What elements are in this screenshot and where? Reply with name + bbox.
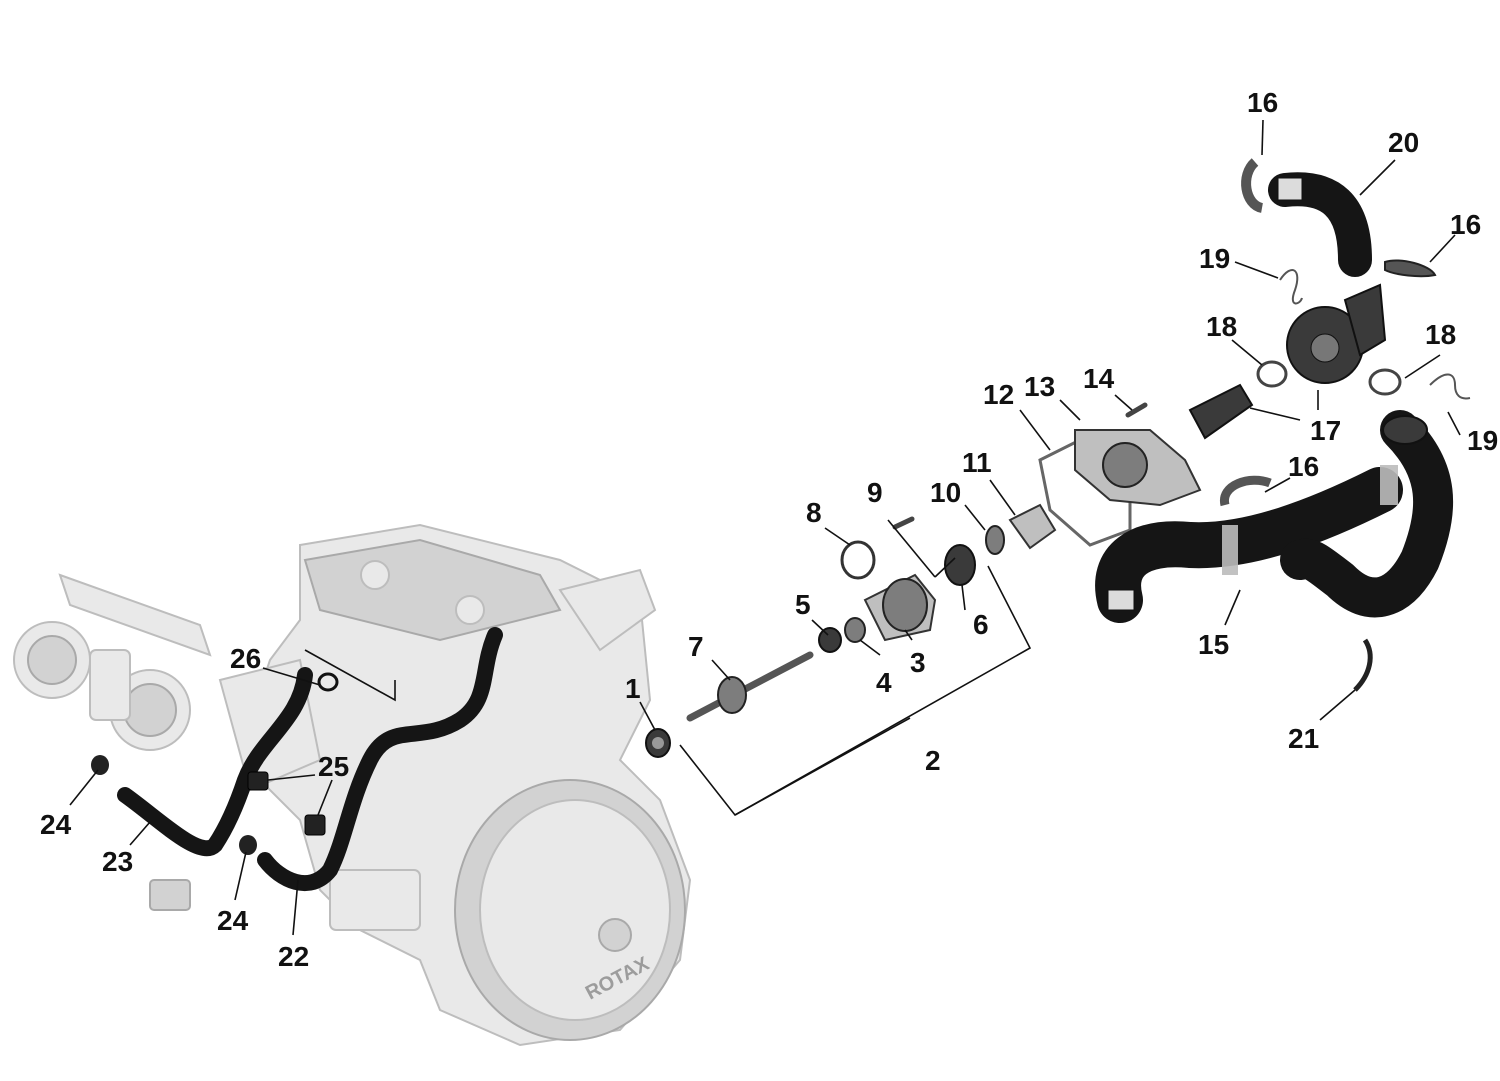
callout-7: 7 [688, 631, 704, 662]
engine-hoses [91, 627, 503, 892]
callout-16-mid: 16 [1288, 451, 1319, 482]
part-17-outlet [1188, 383, 1254, 440]
callout-22: 22 [278, 941, 309, 972]
part-11-impeller [1008, 503, 1057, 550]
callout-25: 25 [318, 751, 349, 782]
water-pump-parts [645, 503, 1057, 758]
callout-19-left: 19 [1199, 243, 1230, 274]
part-21-connector [1353, 638, 1373, 692]
callout-15: 15 [1198, 629, 1229, 660]
clamp-24-lower [239, 835, 257, 855]
callout-9: 9 [867, 477, 883, 508]
callout-5: 5 [795, 589, 811, 620]
part-15-main-hose [1095, 467, 1403, 623]
callout-3: 3 [910, 647, 926, 678]
part-8-ring [840, 540, 876, 580]
callout-18-right: 18 [1425, 319, 1456, 350]
callout-1: 1 [625, 673, 641, 704]
callout-6: 6 [973, 609, 989, 640]
part-10-washer [985, 525, 1005, 555]
callout-12: 12 [983, 379, 1014, 410]
part-19-clip-left [1279, 269, 1303, 305]
callout-16-top: 16 [1247, 87, 1278, 118]
leader-lines [69, 119, 1461, 936]
part-16-clamp-mid [1220, 475, 1272, 507]
callout-labels: 1 2 3 4 5 6 7 8 9 10 11 12 13 14 15 16 1… [40, 87, 1498, 972]
part-18-oring-right [1368, 368, 1402, 396]
callout-2: 2 [925, 745, 941, 776]
part-19-clip-right [1429, 373, 1471, 400]
callout-20: 20 [1388, 127, 1419, 158]
callout-18-left: 18 [1206, 311, 1237, 342]
callout-8: 8 [806, 497, 822, 528]
clamp-24-upper [91, 755, 109, 775]
hose-sleeve-25-upper [247, 771, 269, 791]
clamp-26 [317, 672, 339, 692]
engine-ghost: ROTAX [13, 523, 692, 1047]
part-18-oring-left [1256, 360, 1288, 388]
hose-sleeve-25-lower [304, 814, 326, 836]
callout-10: 10 [930, 477, 961, 508]
part-6-seal [944, 544, 976, 586]
part-16-clamp-right [1384, 259, 1437, 278]
callout-11: 11 [962, 447, 992, 478]
part-5-bearing [818, 627, 842, 653]
callout-23: 23 [102, 846, 133, 877]
callout-19-right: 19 [1467, 425, 1498, 456]
part-16-clamp-top [1241, 158, 1264, 213]
coolant-housing-parts [1038, 158, 1471, 692]
part-7-gear [717, 676, 747, 714]
callout-17: 17 [1310, 415, 1341, 446]
callout-21: 21 [1288, 723, 1319, 754]
callout-24-bottom: 24 [217, 905, 249, 936]
callout-16-right: 16 [1450, 209, 1481, 240]
callout-14: 14 [1083, 363, 1115, 394]
callout-4: 4 [876, 667, 892, 698]
part-4-bearing [844, 617, 866, 643]
callout-13: 13 [1024, 371, 1055, 402]
callout-26: 26 [230, 643, 261, 674]
callout-24-left: 24 [40, 809, 72, 840]
